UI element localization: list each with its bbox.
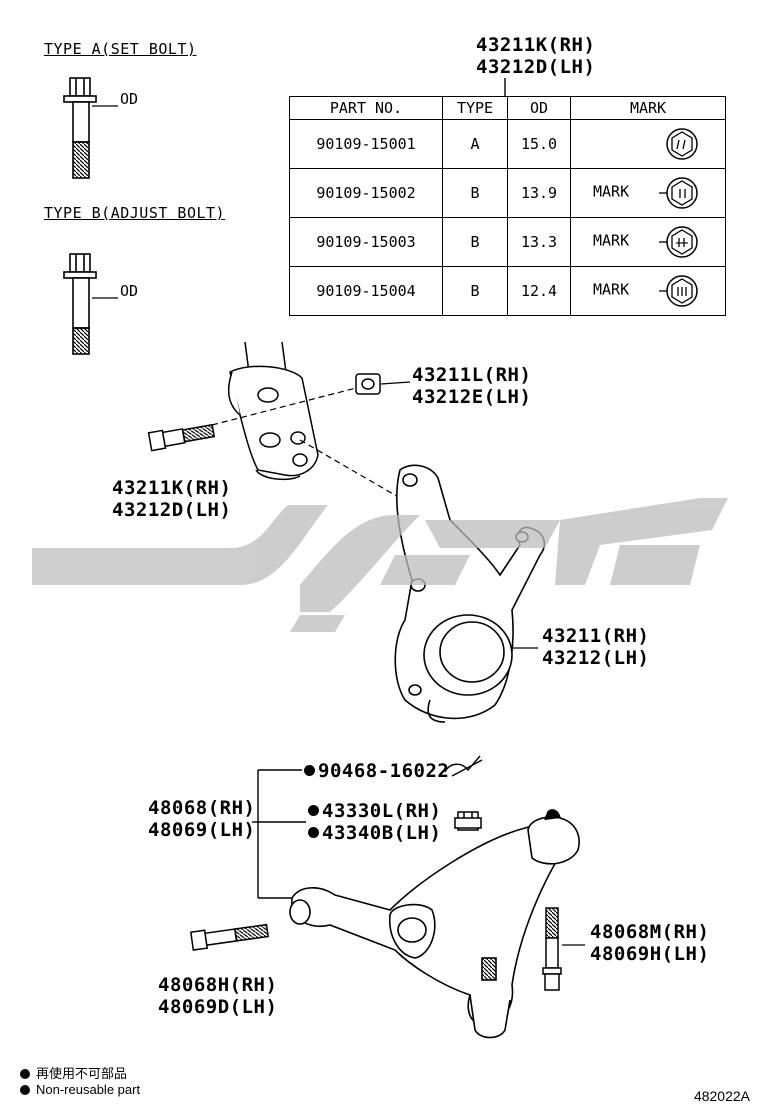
- table-row: 90109-15001 A 15.0: [289, 119, 726, 169]
- callout-upper-bolt-lh: 43212D(LH): [112, 499, 232, 521]
- col-mark: MARK: [570, 96, 726, 120]
- cell-mark: MARK: [570, 266, 726, 316]
- bolt-head-mark-icon: [666, 128, 698, 160]
- callout-rear-bolt-lh: 48069H(LH): [590, 943, 710, 965]
- callout-front-bolt-lh: 48069D(LH): [158, 996, 278, 1018]
- note-non-reusable-jp: 再使用不可部品: [20, 1063, 127, 1082]
- cell-od: 15.0: [507, 119, 571, 169]
- upper-bolt-illustration: [147, 423, 216, 452]
- cell-part-no: 90109-15003: [289, 217, 443, 267]
- cotter-pin-illustration: [444, 755, 483, 777]
- callout-cotter-pin: 90468-16022: [304, 760, 449, 782]
- col-type: TYPE: [442, 96, 508, 120]
- table-row: 90109-15003 B 13.3 MARK: [289, 217, 726, 267]
- non-reusable-dot-icon: [20, 1069, 30, 1079]
- diagram-code: 482022A: [693, 1088, 750, 1104]
- callout-arm-lh: 48069(LH): [148, 819, 256, 841]
- cell-type: B: [442, 266, 508, 316]
- steering-knuckle-illustration: [394, 464, 546, 723]
- type-a-bolt-illustration: [63, 77, 118, 179]
- callout-rear-bolt-rh: 48068M(RH): [590, 921, 710, 943]
- table-title-lh: 43212D(LH): [476, 56, 596, 78]
- bolt-head-mark-icon: [659, 177, 698, 209]
- type-a-od-label: OD: [120, 90, 139, 108]
- callout-upper-bolt-rh: 43211K(RH): [112, 477, 232, 499]
- front-arm-bolt-illustration: [189, 923, 270, 951]
- table-row: 90109-15004 B 12.4 MARK: [289, 266, 726, 316]
- arm-group-bracket: [252, 769, 306, 899]
- non-reusable-dot-icon: [308, 805, 319, 816]
- callout-upper-nut-rh: 43211L(RH): [412, 364, 532, 386]
- non-reusable-dot-icon: [304, 765, 315, 776]
- type-b-bolt-illustration: [63, 253, 118, 355]
- bolt-head-mark-icon: [659, 226, 698, 258]
- cell-type: B: [442, 217, 508, 267]
- strut-bracket-illustration: [227, 341, 319, 481]
- bolt-head-mark-icon: [659, 275, 698, 307]
- bolt-spec-table: PART NO. TYPE OD MARK 90109-15001 A 15.0: [289, 96, 726, 316]
- cell-od: 13.9: [507, 168, 571, 218]
- cell-type: A: [442, 119, 508, 169]
- upper-nut-illustration: [355, 373, 411, 395]
- callout-arm-rh: 48068(RH): [148, 797, 256, 819]
- callout-knuckle-rh: 43211(RH): [542, 625, 650, 647]
- table-header-row: PART NO. TYPE OD MARK: [289, 96, 726, 120]
- type-b-heading: TYPE B(ADJUST BOLT): [44, 204, 226, 222]
- cell-mark: MARK: [570, 217, 726, 267]
- note-non-reusable-en: Non-reusable part: [20, 1082, 140, 1097]
- cell-part-no: 90109-15001: [289, 119, 443, 169]
- cell-od: 12.4: [507, 266, 571, 316]
- cell-od: 13.3: [507, 217, 571, 267]
- table-row: 90109-15002 B 13.9 MARK: [289, 168, 726, 218]
- cell-part-no: 90109-15004: [289, 266, 443, 316]
- table-title-rh: 43211K(RH): [476, 34, 596, 56]
- callout-upper-nut-lh: 43212E(LH): [412, 386, 532, 408]
- cell-mark: MARK: [570, 168, 726, 218]
- cell-part-no: 90109-15002: [289, 168, 443, 218]
- callout-front-bolt-rh: 48068H(RH): [158, 974, 278, 996]
- col-part-no: PART NO.: [289, 96, 443, 120]
- callout-lower-nut-rh: 43330L(RH): [308, 800, 441, 822]
- non-reusable-dot-icon: [308, 827, 319, 838]
- type-a-heading: TYPE A(SET BOLT): [44, 40, 197, 58]
- cell-mark: [570, 119, 726, 169]
- callout-knuckle-lh: 43212(LH): [542, 647, 650, 669]
- lower-control-arm-illustration: [289, 809, 580, 1039]
- cell-type: B: [442, 168, 508, 218]
- col-od: OD: [507, 96, 571, 120]
- castle-nut-illustration: [454, 811, 482, 831]
- callout-lower-nut-lh: 43340B(LH): [308, 822, 441, 844]
- watermark-logo: [32, 498, 728, 632]
- type-b-od-label: OD: [120, 282, 139, 300]
- rear-arm-bolt-illustration: [542, 907, 585, 991]
- non-reusable-dot-icon: [20, 1085, 30, 1095]
